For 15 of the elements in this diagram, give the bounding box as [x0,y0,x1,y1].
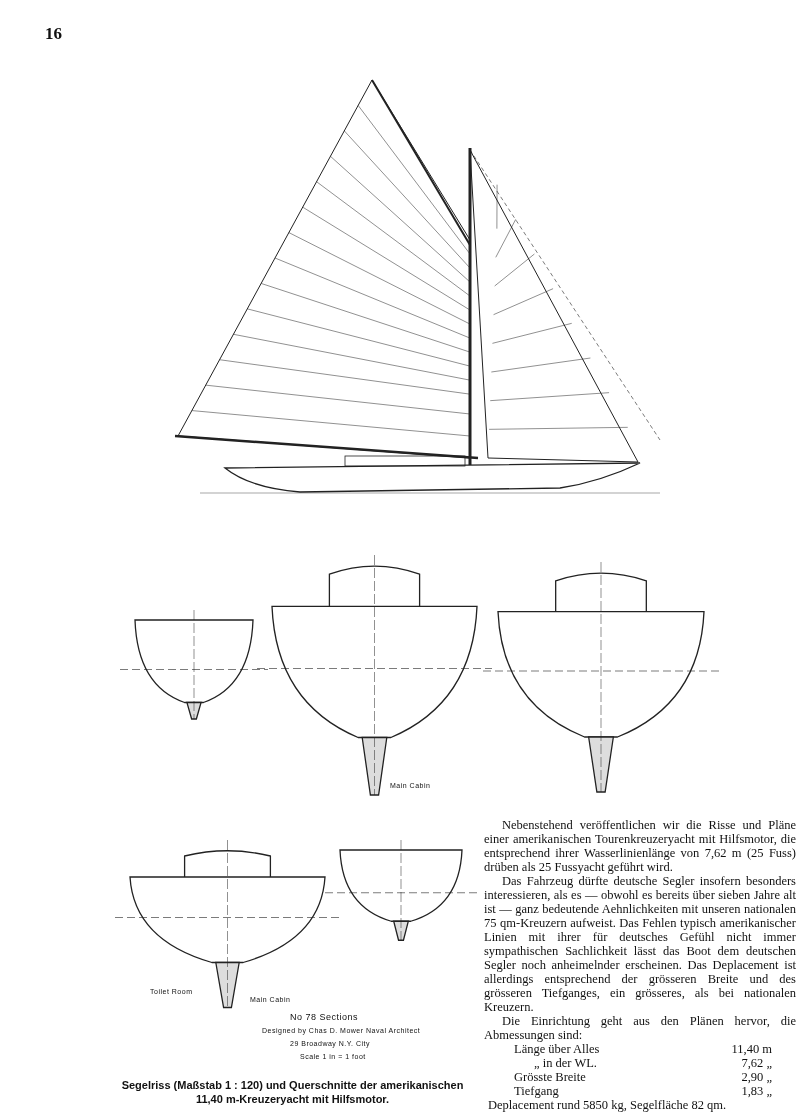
dimension-name: Länge über Alles [514,1042,600,1056]
dimension-value: 7,62 „ [741,1056,772,1070]
dimension-note: Deplacement rund 5850 kg, Segelfläche 82 qm. [487,1098,728,1112]
dimension-name: Grösste Breite [514,1070,586,1084]
dimension-value: 1,83 „ [741,1084,772,1098]
dimension-value: 2,90 „ [741,1070,772,1084]
paragraph: Das Fahrzeug dürfte deutsche Segler insofern besonders interessieren, als es — obwohl es bereits über sieben Jahre alt ist — ganz bedeutende Aehnlichkeiten mit unseren nationalen 75 qm-Kreuzern aufweist. Das Fehlen typisch amerikanischer Linien mit ihrer für deutsches Gefühl nicht immer sympathischen Sachlichkeit lässt das Boot dem deutschen Segler noch anheimelnder erscheinen. Das Deplacement ist allerdings entsprechend der grösseren Breite und des grösseren Tiefganges, ein grösseres, als bei nationalen Kreuzern. [484,874,796,1014]
dimension-name: Tiefgang [514,1084,559,1098]
paragraph: Die Einrichtung geht aus den Plänen hervor, die Abmessungen sind: [484,1014,796,1042]
drawing-title: No 78 Sections [290,1012,359,1022]
page-number: 16 [45,24,62,44]
figure-caption: Segelriss (Maßstab 1 : 120) und Querschnitte der amerikanischen 11,40 m-Kreuzeryacht mit Hilfsmotor. [120,1078,465,1106]
dimension-name: „ in der WL. [534,1056,597,1070]
paragraph: Nebenstehend veröffentlichen wir die Risse und Pläne einer amerikanischen Tourenkreuzeryacht mit Hilfsmotor, die entsprechend ihrer Wasserlinienlänge von 7,62 m (25 Fuss) drüben als 25 Fussyacht geführt wird. [484,818,796,874]
dimension-value: 11,40 m [731,1042,772,1056]
